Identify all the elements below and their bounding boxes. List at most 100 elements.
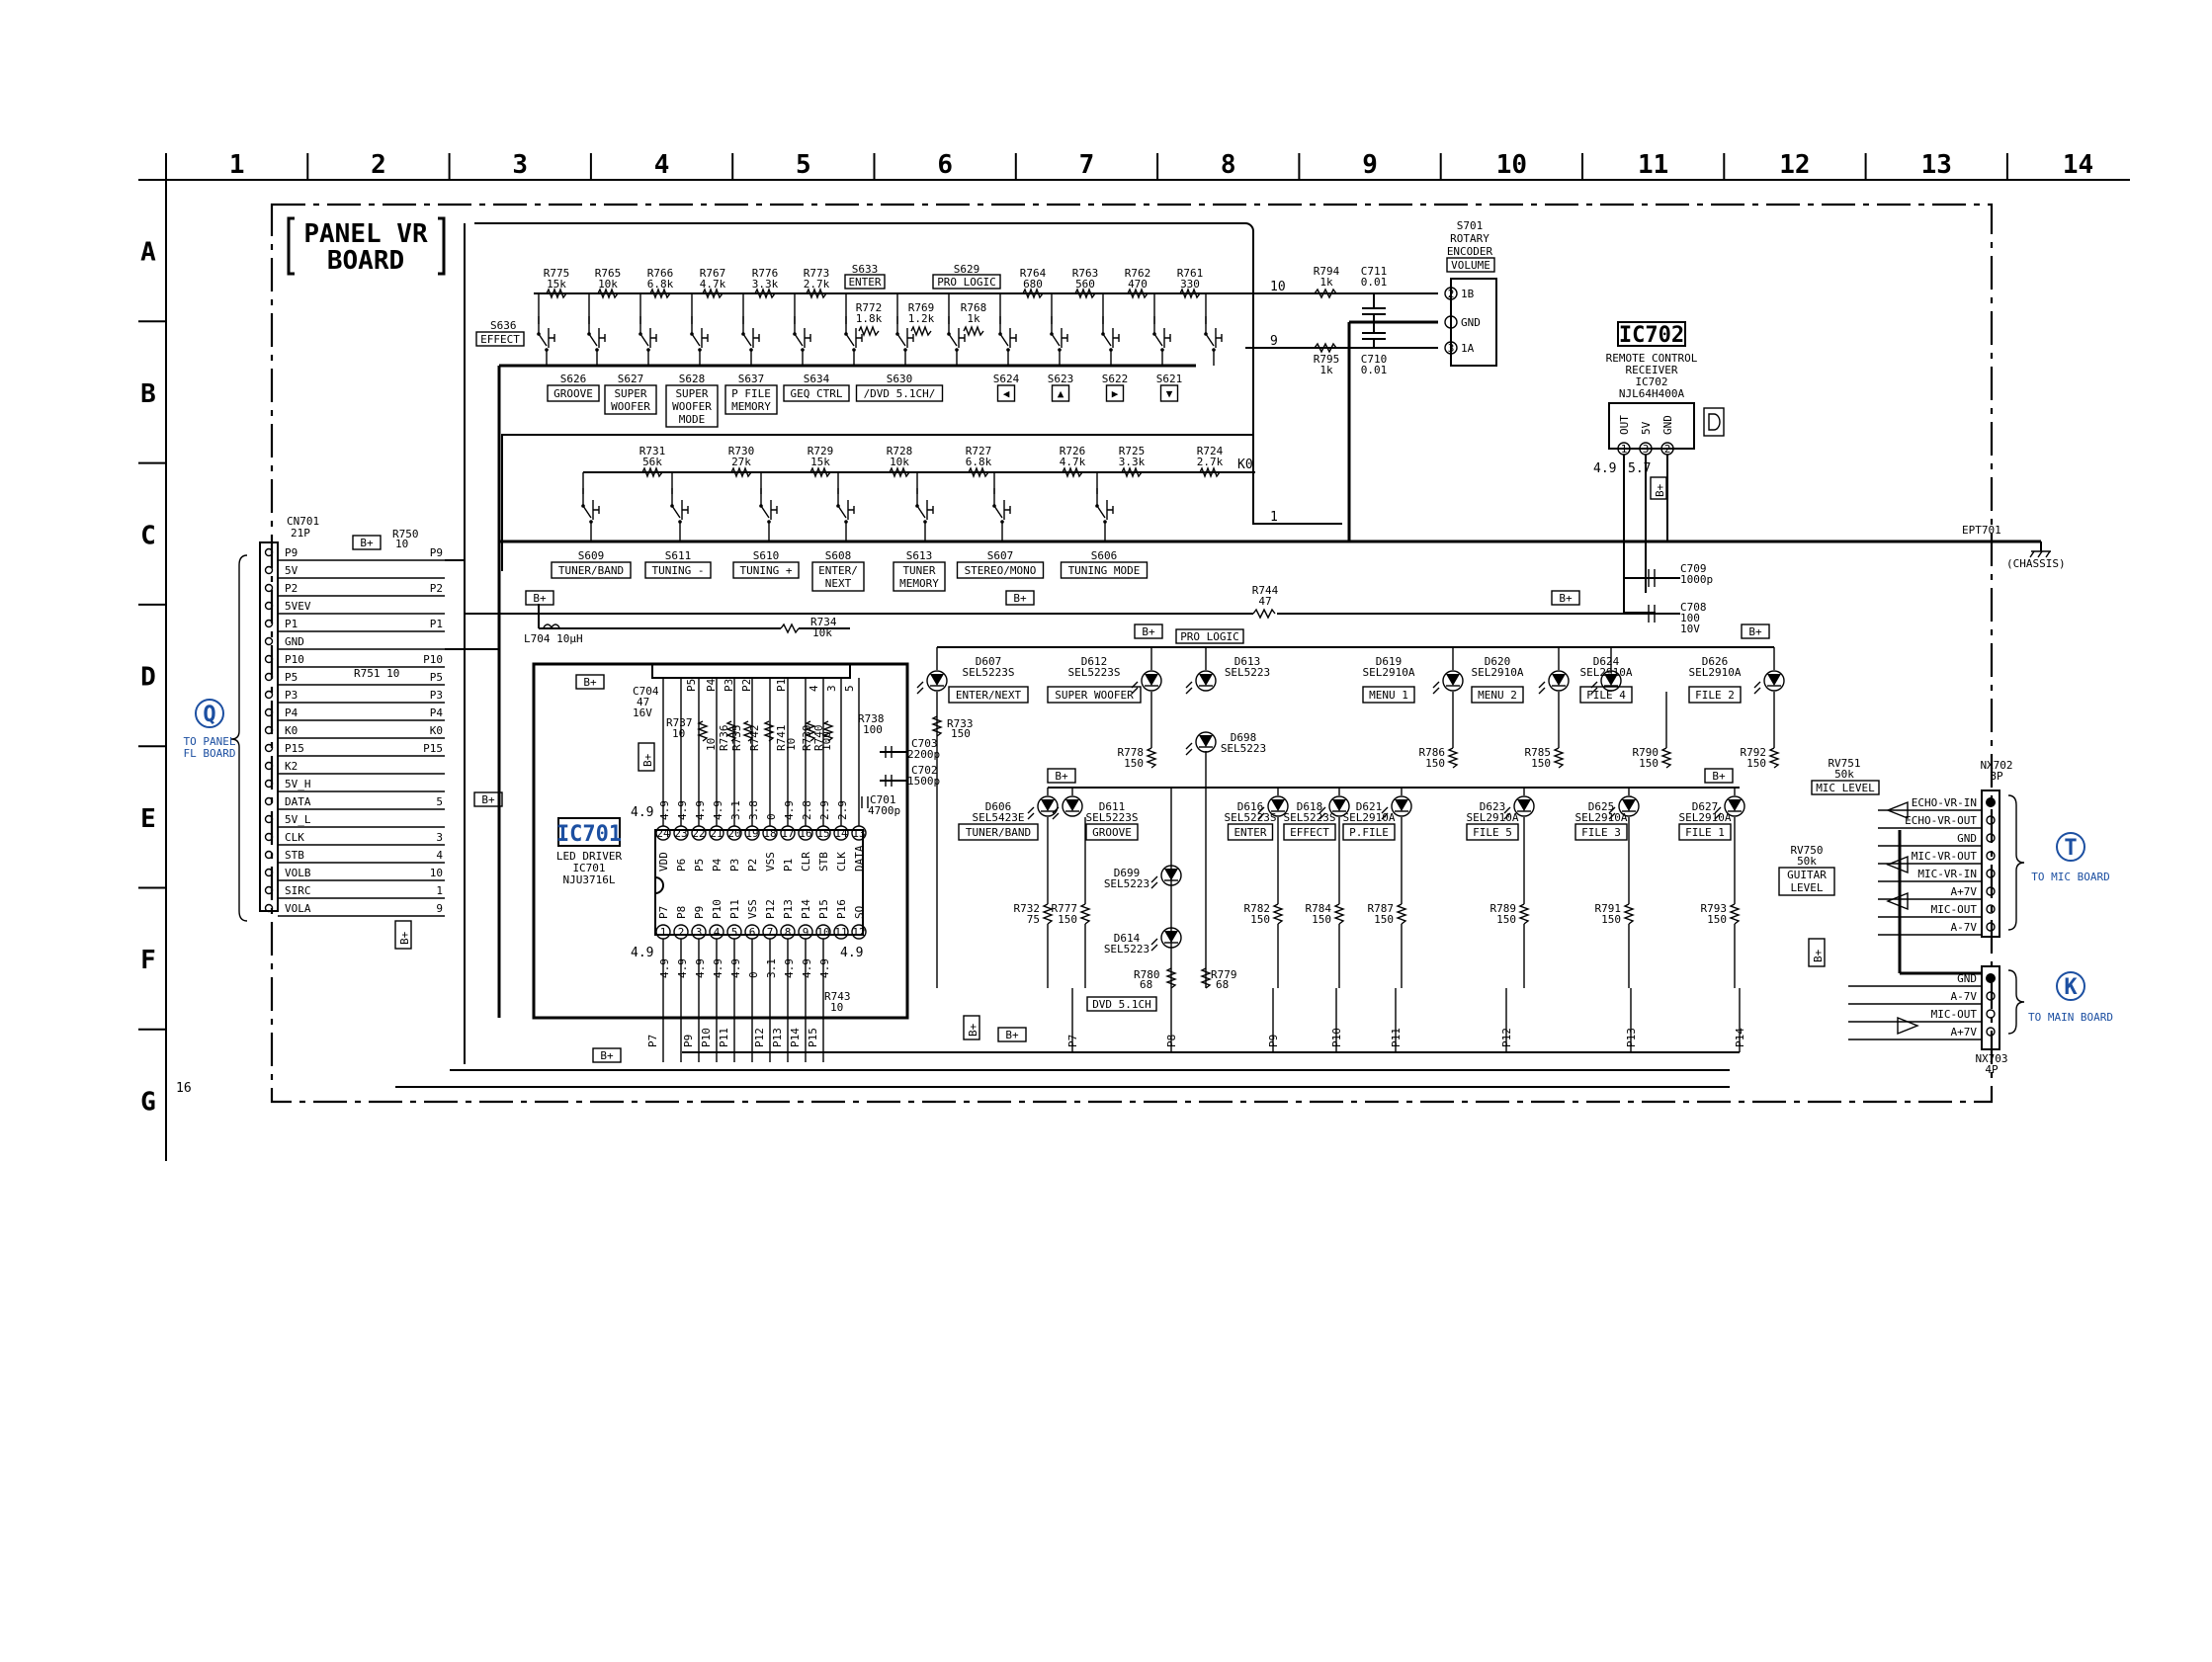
cn701-pin-P15: P15 xyxy=(285,742,304,755)
ic701-pinname: P5 xyxy=(693,859,706,872)
svg-text:IC701: IC701 xyxy=(572,862,605,874)
switch-S611: S611 xyxy=(665,549,692,562)
svg-text:4.9: 4.9 xyxy=(658,800,671,820)
res-R762: R762 xyxy=(1125,267,1151,280)
svg-text:TO MIC BOARD: TO MIC BOARD xyxy=(2031,871,2109,883)
switch-label-S613: TUNER xyxy=(902,564,935,577)
switch-S608: S608 xyxy=(825,549,852,562)
svg-text:RECEIVER: RECEIVER xyxy=(1626,364,1678,376)
nx703-pin-GND: GND xyxy=(1957,972,1977,985)
row-letter-B: B xyxy=(140,379,156,409)
row1-resistors: R77515kR76510kR7666.8kR7674.7kR7763.3kR7… xyxy=(544,267,1203,337)
cn701-pin-K2: K2 xyxy=(285,760,298,773)
led-label-D616: ENTER xyxy=(1234,826,1266,839)
svg-text:560: 560 xyxy=(1075,278,1095,291)
led-D616: D616 xyxy=(1237,800,1264,813)
ic701-pinname: P13 xyxy=(782,899,795,919)
svg-text:50k: 50k xyxy=(1834,768,1854,781)
svg-text:C703: C703 xyxy=(911,737,938,750)
nx703-pin-A-7V: A-7V xyxy=(1951,990,1978,1003)
ic701-pinname: P9 xyxy=(693,906,706,919)
ic702-remote-receiver: IC702 REMOTE CONTROL RECEIVER IC702 NJL6… xyxy=(1593,321,1725,614)
led-D621: D621 xyxy=(1356,800,1383,813)
cn701-pin-5V_H: 5V_H xyxy=(285,778,311,790)
cn701-connector: CN701 21P P95VP25VEVP1GNDP10P5P3P4K0P15K… xyxy=(259,515,499,917)
led-D618: D618 xyxy=(1297,800,1323,813)
led-D606: D606 xyxy=(985,800,1012,813)
led-D614: D614 xyxy=(1114,932,1141,945)
cn701-pin-P10: P10 xyxy=(285,653,304,666)
cn701-right-4: 4 xyxy=(436,849,443,862)
ic701-pin-12: 12 xyxy=(852,926,865,939)
res-R786: R786 xyxy=(1419,746,1446,759)
connector-t: T TO MIC BOARD xyxy=(2007,794,2110,931)
switch-label-S621: ▼ xyxy=(1166,387,1173,400)
board-title: PANEL VR BOARD xyxy=(287,216,446,276)
led-label-D618: EFFECT xyxy=(1290,826,1329,839)
svg-text:1A: 1A xyxy=(1461,342,1475,355)
led-D625: D625 xyxy=(1588,800,1615,813)
switch-label-S628: SUPER xyxy=(675,387,708,400)
svg-text:150: 150 xyxy=(1707,913,1727,926)
svg-text:47: 47 xyxy=(1258,595,1271,608)
ic701-vres: 10 xyxy=(705,738,718,751)
res-R792: R792 xyxy=(1741,746,1767,759)
row-letter-G: G xyxy=(140,1087,156,1117)
svg-text:4.9: 4.9 xyxy=(631,805,653,820)
svg-text:1B: 1B xyxy=(1461,288,1475,300)
svg-text:330: 330 xyxy=(1180,278,1200,291)
svg-text:NX703: NX703 xyxy=(1975,1052,2007,1065)
column-number-1: 1 xyxy=(229,150,245,180)
ic701-pin-4: 4 xyxy=(714,926,721,939)
svg-text:3: 3 xyxy=(1448,342,1455,355)
nx702-pin-MIC-OUT: MIC-OUT xyxy=(1931,903,1978,916)
switch-S637: S637 xyxy=(738,373,765,385)
led-label-D607: ENTER/NEXT xyxy=(956,689,1022,702)
nx703-pin-A+7V: A+7V xyxy=(1951,1026,1978,1039)
led-resistors: R778150R786150R785150R790150R792150R7327… xyxy=(931,692,1780,989)
nx702-pin-ECHO-VR-IN: ECHO-VR-IN xyxy=(1912,796,1977,809)
row-letter-E: E xyxy=(140,804,156,834)
connector-q: Q TO PANEL FL BOARD xyxy=(184,554,248,922)
svg-text:R750: R750 xyxy=(392,528,419,540)
ic701-pin-8: 8 xyxy=(785,926,792,939)
svg-text:4.9: 4.9 xyxy=(712,958,724,978)
switch-S634: S634 xyxy=(804,373,830,385)
s633-ref: S633 xyxy=(852,263,879,276)
nx702-pin-A-7V: A-7V xyxy=(1951,921,1978,934)
s629-name: PRO LOGIC xyxy=(937,276,996,289)
svg-text:RV751: RV751 xyxy=(1828,757,1860,770)
bplus-marker: B+ xyxy=(533,592,547,605)
r795: R795 1k xyxy=(1314,342,1339,376)
svg-text:150: 150 xyxy=(1601,913,1621,926)
svg-text:680: 680 xyxy=(1023,278,1043,291)
led-D613: D613 xyxy=(1234,655,1261,668)
svg-text:GND: GND xyxy=(1661,415,1674,435)
svg-text:SEL2910A: SEL2910A xyxy=(1689,666,1742,679)
svg-text:R779: R779 xyxy=(1211,968,1237,981)
switch-S606: S606 xyxy=(1091,549,1118,562)
svg-text:150: 150 xyxy=(1639,757,1659,770)
ic701-bottom-label: P10 xyxy=(700,1028,713,1047)
cn701-pin-GND: GND xyxy=(285,635,304,648)
svg-text:SEL2910A: SEL2910A xyxy=(1575,811,1628,824)
cn701-pin-STB: STB xyxy=(285,849,304,862)
s636-name: EFFECT xyxy=(480,333,520,346)
switch-label-S626: GROOVE xyxy=(553,387,593,400)
svg-text:4.7k: 4.7k xyxy=(1060,456,1086,468)
ic701-pinname: P15 xyxy=(817,899,830,919)
svg-text:2.7k: 2.7k xyxy=(1197,456,1224,468)
bplus-marker: B+ xyxy=(583,676,597,689)
svg-text:Q: Q xyxy=(203,703,215,727)
svg-text:T: T xyxy=(2064,836,2077,861)
svg-text:8P: 8P xyxy=(1990,770,2003,783)
svg-text:1.2k: 1.2k xyxy=(908,312,935,325)
cn701-pin-P9: P9 xyxy=(285,546,298,559)
svg-text:R738: R738 xyxy=(858,712,885,725)
svg-text:150: 150 xyxy=(1496,913,1516,926)
ic701-top-label: 3 xyxy=(825,685,838,692)
led-label-D626: FILE 2 xyxy=(1695,689,1735,702)
svg-text:4.9: 4.9 xyxy=(729,958,742,978)
svg-text:5V: 5V xyxy=(1640,421,1653,435)
ic701-top-label: P2 xyxy=(740,679,753,692)
